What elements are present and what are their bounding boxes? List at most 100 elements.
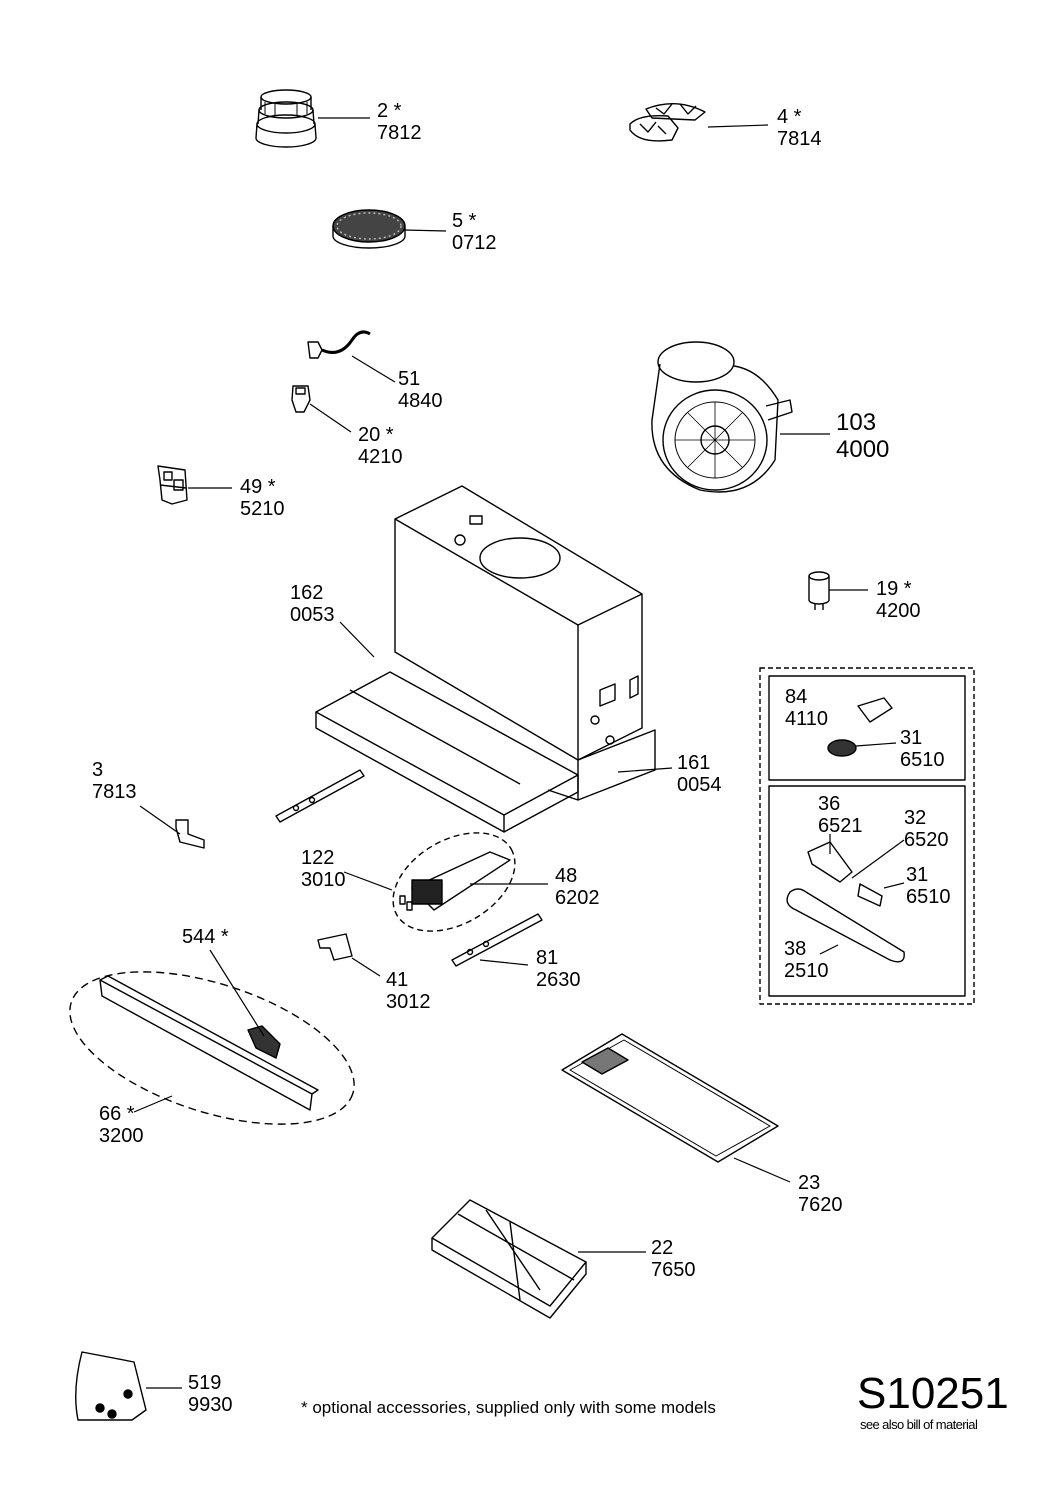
part-position: 48 [555, 865, 578, 887]
part-36-lamp-holder-drawing [807, 841, 853, 883]
part-code: 3200 [99, 1125, 144, 1147]
part-51-cable-drawing [307, 330, 371, 359]
part-22-carbon-cartridge-drawing [431, 1199, 587, 1319]
part-label-122: 122 3010 [301, 847, 346, 891]
part-label-2: 2 * 7812 [377, 100, 422, 144]
lighting-kit-box [759, 667, 975, 1005]
part-19-capacitor-drawing [808, 571, 830, 610]
part-code: 6510 [900, 749, 945, 771]
part-code: 6510 [906, 886, 951, 908]
part-label-38: 38 2510 [784, 938, 829, 982]
part-label-162: 162 0053 [290, 582, 335, 626]
part-48-switch-drawing [392, 832, 516, 932]
part-label-48: 48 6202 [555, 865, 600, 909]
part-code: 7814 [777, 128, 822, 150]
part-81-slide-rail-drawing [451, 913, 543, 967]
part-code: 0054 [677, 774, 722, 796]
part-label-41: 41 3012 [386, 969, 431, 1013]
part-20-lamp-holder-drawing [291, 385, 311, 413]
part-label-66: 66 * 3200 [99, 1103, 144, 1147]
part-code: 7650 [651, 1259, 696, 1281]
part-label-19: 19 * 4200 [876, 578, 921, 622]
drawing-note: see also bill of material [860, 1417, 978, 1432]
part-code: 2630 [536, 969, 581, 991]
part-position: 3 [92, 759, 104, 781]
fascia-drawing [547, 729, 656, 801]
optional-accessories-footnote: * optional accessories, supplied only wi… [301, 1398, 716, 1417]
part-label-519: 519 9930 [188, 1372, 233, 1416]
part-23-grease-filter-drawing [561, 1033, 779, 1163]
part-label-51: 51 4840 [398, 368, 443, 412]
part-code: 9930 [188, 1394, 233, 1416]
part-code: 0053 [290, 604, 335, 626]
part-position: 38 [784, 938, 807, 960]
part-position: 4 * [777, 106, 802, 128]
part-code: 4000 [836, 436, 890, 463]
part-label-23: 23 7620 [798, 1172, 843, 1216]
part-32-bulb-drawing [857, 883, 883, 907]
part-position: 22 [651, 1237, 674, 1259]
hood-body-drawing [394, 485, 643, 761]
part-position: 31 [900, 727, 923, 749]
part-position: 36 [818, 793, 841, 815]
part-label-4: 4 * 7814 [777, 106, 822, 150]
part-84-lamp-drawing [857, 697, 893, 723]
part-4-valve-flaps-drawing [629, 103, 706, 142]
drawing-code: S10251 [857, 1369, 1009, 1418]
part-position: 519 [188, 1372, 222, 1394]
part-code: 7812 [377, 122, 422, 144]
part-544-knob-drawing [247, 1025, 281, 1059]
part-position: 544 * [182, 926, 229, 948]
part-label-161: 161 0054 [677, 752, 722, 796]
part-position: 84 [785, 686, 808, 708]
part-label-22: 22 7650 [651, 1237, 696, 1281]
part-position: 41 [386, 969, 409, 991]
part-label-32: 32 6520 [904, 807, 949, 851]
part-position: 51 [398, 368, 421, 390]
part-label-5: 5 * 0712 [452, 210, 497, 254]
part-position: 5 * [452, 210, 477, 232]
part-103-motor-drawing [651, 341, 793, 493]
slide-rail-upper-drawing [275, 769, 365, 823]
part-code: 4840 [398, 390, 443, 412]
part-38-light-frame-drawing [786, 888, 905, 963]
part-code: 4200 [876, 600, 921, 622]
part-3-bracket-drawing [175, 819, 205, 849]
part-41-bracket-drawing [317, 933, 353, 961]
part-position: 20 * [358, 424, 394, 446]
part-label-31-b: 31 6510 [906, 864, 951, 908]
part-66-front-trim-drawing [69, 971, 355, 1125]
part-code: 3012 [386, 991, 431, 1013]
part-position: 122 [301, 847, 335, 869]
part-code: 0712 [452, 232, 497, 254]
part-2-duct-collar-drawing [255, 89, 317, 148]
part-code: 7620 [798, 1194, 843, 1216]
part-code: 6202 [555, 887, 600, 909]
part-code: 2510 [784, 960, 829, 982]
part-position: 31 [906, 864, 929, 886]
part-31-lamp-cap-drawing [827, 739, 857, 757]
part-label-36: 36 6521 [818, 793, 863, 837]
part-position: 32 [904, 807, 927, 829]
telescopic-tray-drawing [315, 671, 579, 833]
part-code: 4210 [358, 446, 403, 468]
part-position: 103 [836, 409, 877, 436]
part-code: 7813 [92, 781, 137, 803]
part-label-3: 3 7813 [92, 759, 137, 803]
part-code: 6520 [904, 829, 949, 851]
part-519-screw-bag-drawing [75, 1351, 147, 1421]
part-label-544: 544 * [182, 926, 229, 948]
leader-lines [133, 117, 905, 1389]
part-position: 66 * [99, 1103, 135, 1125]
part-label-81: 81 2630 [536, 947, 581, 991]
part-49-board-drawing [157, 465, 188, 505]
part-label-103: 103 4000 [836, 409, 889, 463]
part-code: 5210 [240, 498, 285, 520]
part-position: 23 [798, 1172, 821, 1194]
part-position: 161 [677, 752, 711, 774]
part-5-carbon-filter-drawing [332, 209, 406, 249]
part-position: 19 * [876, 578, 912, 600]
part-code: 4110 [785, 708, 829, 730]
part-position: 81 [536, 947, 559, 969]
